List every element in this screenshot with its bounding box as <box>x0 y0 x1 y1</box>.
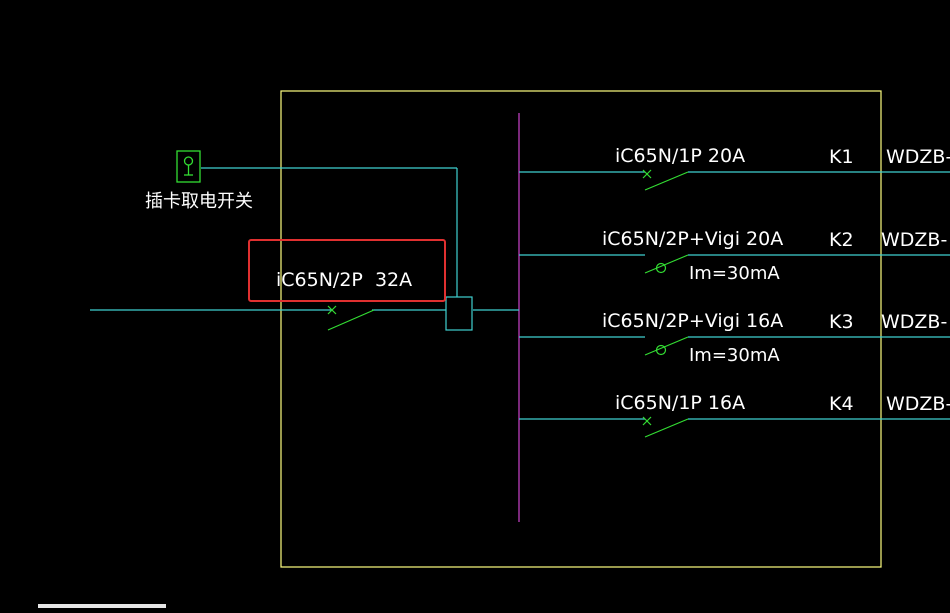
circuit-4-cable: WDZB- <box>886 393 950 415</box>
circuit-2-breaker-label: iC65N/2P+Vigi 20A <box>602 228 783 250</box>
circuit-3-breaker-label: iC65N/2P+Vigi 16A <box>602 310 783 332</box>
circuit-2-cable: WDZB- <box>881 229 947 251</box>
circuit-2-rcd-mark <box>655 262 667 274</box>
card-switch-label: 插卡取电开关 <box>145 191 253 212</box>
bottom-strip <box>38 604 166 608</box>
circuit-3-rcd-mark <box>655 344 667 356</box>
circuit-1-id: K1 <box>829 146 854 168</box>
circuit-3-breaker-contact[interactable] <box>644 336 689 356</box>
distribution-box-frame[interactable] <box>280 90 882 568</box>
circuit-4-breaker-contact[interactable] <box>644 418 689 438</box>
main-breaker-cross-mark <box>327 305 337 315</box>
circuit-1-cross-mark <box>642 169 652 179</box>
circuit-3-id: K3 <box>829 311 854 333</box>
main-breaker-contact <box>327 309 375 331</box>
circuit-1-cable: WDZB- <box>886 146 950 168</box>
circuit-2-breaker-contact[interactable] <box>644 254 689 274</box>
circuit-2-id: K2 <box>829 229 854 251</box>
circuit-1-breaker-label: iC65N/1P 20A <box>615 145 745 167</box>
circuit-3-rcd-label: Im=30mA <box>689 345 780 366</box>
keycard-switch-icon[interactable] <box>176 150 201 183</box>
circuit-2-rcd-label: Im=30mA <box>689 263 780 284</box>
circuit-4-breaker-label: iC65N/1P 16A <box>615 392 745 414</box>
highlight-box <box>248 239 446 302</box>
main-breaker-label: iC65N/2P 32A <box>276 269 412 291</box>
circuit-4-id: K4 <box>829 393 854 415</box>
circuit-4-cross-mark <box>642 416 652 426</box>
circuit-1-breaker-contact[interactable] <box>644 171 689 191</box>
circuit-3-cable: WDZB- <box>881 311 947 333</box>
main-breaker-symbol[interactable] <box>327 305 375 331</box>
contactor-box[interactable] <box>445 296 473 331</box>
